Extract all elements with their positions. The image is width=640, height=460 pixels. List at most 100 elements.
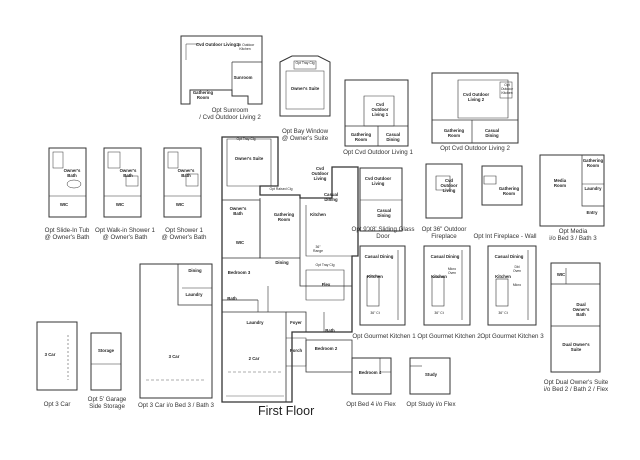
room-label: Casual Dining <box>323 192 339 202</box>
room-label: Opt Tray Clg <box>315 263 335 267</box>
room-label: Laundry <box>246 320 264 325</box>
owners-bath-option-1 <box>48 147 87 218</box>
room-label: Dining <box>275 260 289 265</box>
gourmet-kitchen-3-plan <box>487 245 537 326</box>
dual-owners-suite-plan <box>550 262 601 373</box>
three-car-plan <box>36 321 78 391</box>
room-label: Bedroom 3 <box>227 270 251 275</box>
room-label: Opt Tray Clg <box>236 137 256 141</box>
room-label: Bath <box>227 296 237 301</box>
caption-cvd1: Opt Cvd Outdoor Living 1 <box>343 149 413 156</box>
room-label: Cvd Outdoor Living <box>440 178 458 193</box>
room-label: Cvd Outdoor Living 1 <box>371 102 389 117</box>
room-label: Dining <box>188 268 202 273</box>
room-label: Opt Outdoor Kitchen <box>500 83 514 95</box>
cvd1-plan <box>344 79 409 147</box>
room-label: Cvd Outdoor Living <box>364 176 392 186</box>
room-label: Owner's Bath <box>63 168 81 178</box>
room-label: Study <box>425 372 437 377</box>
room-label: 36" Ct <box>434 311 444 315</box>
room-label: 2 Car <box>248 356 260 361</box>
room-label: Cvd Outdoor Living 2 <box>462 92 490 102</box>
caption-3car-bed3: Opt 3 Car i/o Bed 3 / Bath 3 <box>137 402 214 409</box>
room-label: Cvd Outdoor Living <box>311 166 329 181</box>
room-label: Micro <box>512 283 522 287</box>
caption-study: Opt Study i/o Flex <box>406 401 456 408</box>
room-label: Dbl Oven <box>512 265 522 273</box>
outdoor-fireplace-plan <box>425 163 463 219</box>
room-label: Laundry <box>584 186 602 191</box>
room-label: 3 Car <box>168 354 180 359</box>
room-label: Bath <box>325 328 335 333</box>
cvd2-plan <box>431 72 519 144</box>
room-label: Gathering Room <box>582 158 604 168</box>
caption-walkin-shower: Opt Walk-in Shower 1@ Owner's Bath <box>95 227 155 242</box>
room-label: 3 Car <box>44 352 56 357</box>
room-label: Micro Oven <box>447 267 457 275</box>
room-label: Cvd Outdoor Living 2 <box>196 42 240 47</box>
sunroom-plan <box>180 35 263 105</box>
room-label: Casual Dining <box>364 254 394 259</box>
room-label: Sunroom <box>233 75 253 80</box>
room-label: Porch <box>289 348 303 353</box>
room-label: WIC <box>556 272 566 277</box>
caption-bed4: Opt Bed 4 i/o Flex <box>346 401 396 408</box>
bed4-plan <box>351 357 392 395</box>
room-label: WIC <box>235 240 245 245</box>
room-label: Storage <box>98 348 114 353</box>
room-label: Laundry <box>185 292 203 297</box>
room-label: Owner's Suite <box>234 156 264 161</box>
caption-bay-window: Opt Bay Window@ Owner's Suite <box>281 128 329 143</box>
room-label: Dual Owner's Bath <box>572 302 590 317</box>
caption-gk2: Opt Gourmet Kitchen 2 <box>417 333 481 340</box>
room-label: Gathering Room <box>350 132 372 142</box>
room-label: Owner's Bath <box>229 206 247 216</box>
room-label: Owner's Bath <box>119 168 137 178</box>
room-label: Gathering Room <box>443 128 465 138</box>
sliding-door-plan <box>359 167 403 232</box>
room-label: 36" Ct <box>370 311 380 315</box>
room-label: 36" Range <box>313 245 323 253</box>
room-label: Owner's Suite <box>290 86 320 91</box>
room-label: Owner's Bath <box>177 168 195 178</box>
room-label: Entry <box>586 210 598 215</box>
room-label: Casual Dining <box>430 254 460 259</box>
side-storage-plan <box>90 332 122 391</box>
caption-gk1: Opt Gourmet Kitchen 1 <box>352 333 416 340</box>
room-label: Opt Tray Clg <box>295 61 315 65</box>
room-label: Kitchen <box>495 274 511 279</box>
room-label: Gathering Room <box>498 186 520 196</box>
room-label: Media Room <box>553 178 567 188</box>
room-label: WIC <box>59 202 69 207</box>
room-label: Gathering Room <box>192 90 214 100</box>
three-car-bed3-plan <box>139 263 213 399</box>
caption-3car: Opt 3 Car <box>43 401 71 408</box>
caption-int-fireplace: Opt Int Fireplace - Wall <box>473 233 537 240</box>
caption-cvd2: Opt Cvd Outdoor Living 2 <box>440 145 510 152</box>
room-label: Kitchen <box>431 274 447 279</box>
bay-window-plan <box>279 55 331 117</box>
caption-gk3: Opt Gourmet Kitchen 3 <box>480 333 544 340</box>
owners-bath-option-2 <box>103 147 142 218</box>
study-plan <box>409 357 451 395</box>
caption-sunroom: Opt Sunroom/ Cvd Outdoor Living 2 <box>199 107 261 122</box>
room-label: Casual Dining <box>376 208 392 218</box>
room-label: WIC <box>175 202 185 207</box>
room-label: Kitchen <box>310 212 326 217</box>
media-plan <box>539 154 605 227</box>
room-label: WIC <box>115 202 125 207</box>
room-label: Bedroom 4 <box>358 370 382 375</box>
gourmet-kitchen-2-plan <box>423 245 471 326</box>
caption-slide-tub: Opt Slide-In Tub@ Owner's Bath <box>44 227 90 242</box>
room-label: Bedroom 2 <box>314 346 338 351</box>
room-label: Dual Owner's Suite <box>562 342 590 352</box>
room-label: Flex <box>321 282 331 287</box>
gourmet-kitchen-1-plan <box>359 245 406 326</box>
caption-shower1: Opt Shower 1@ Owner's Bath <box>161 227 207 242</box>
room-label: Kitchen <box>367 274 383 279</box>
room-label: Casual Dining <box>494 254 524 259</box>
